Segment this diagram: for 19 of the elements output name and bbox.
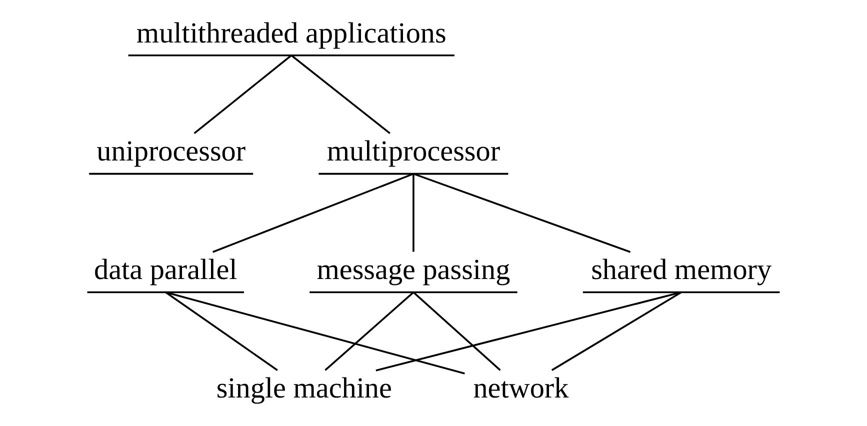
connector: [413, 172, 631, 253]
node-text: single machine: [216, 372, 392, 405]
node-text: multiprocessor: [326, 136, 500, 168]
connector: [412, 292, 501, 371]
connector: [551, 291, 682, 371]
connector: [412, 174, 414, 252]
node-text: shared memory: [591, 254, 772, 286]
connector: [324, 292, 414, 371]
node-text: uniprocessor: [96, 136, 246, 168]
node-text: message passing: [316, 254, 510, 286]
connector: [165, 291, 465, 374]
node-text: data parallel: [94, 254, 238, 286]
node-text: network: [473, 372, 569, 405]
connector: [290, 54, 390, 134]
connector: [212, 172, 414, 253]
connector: [165, 292, 278, 371]
connector: [194, 54, 292, 134]
node-text: multithreaded applications: [136, 17, 446, 50]
connector: [376, 291, 682, 372]
